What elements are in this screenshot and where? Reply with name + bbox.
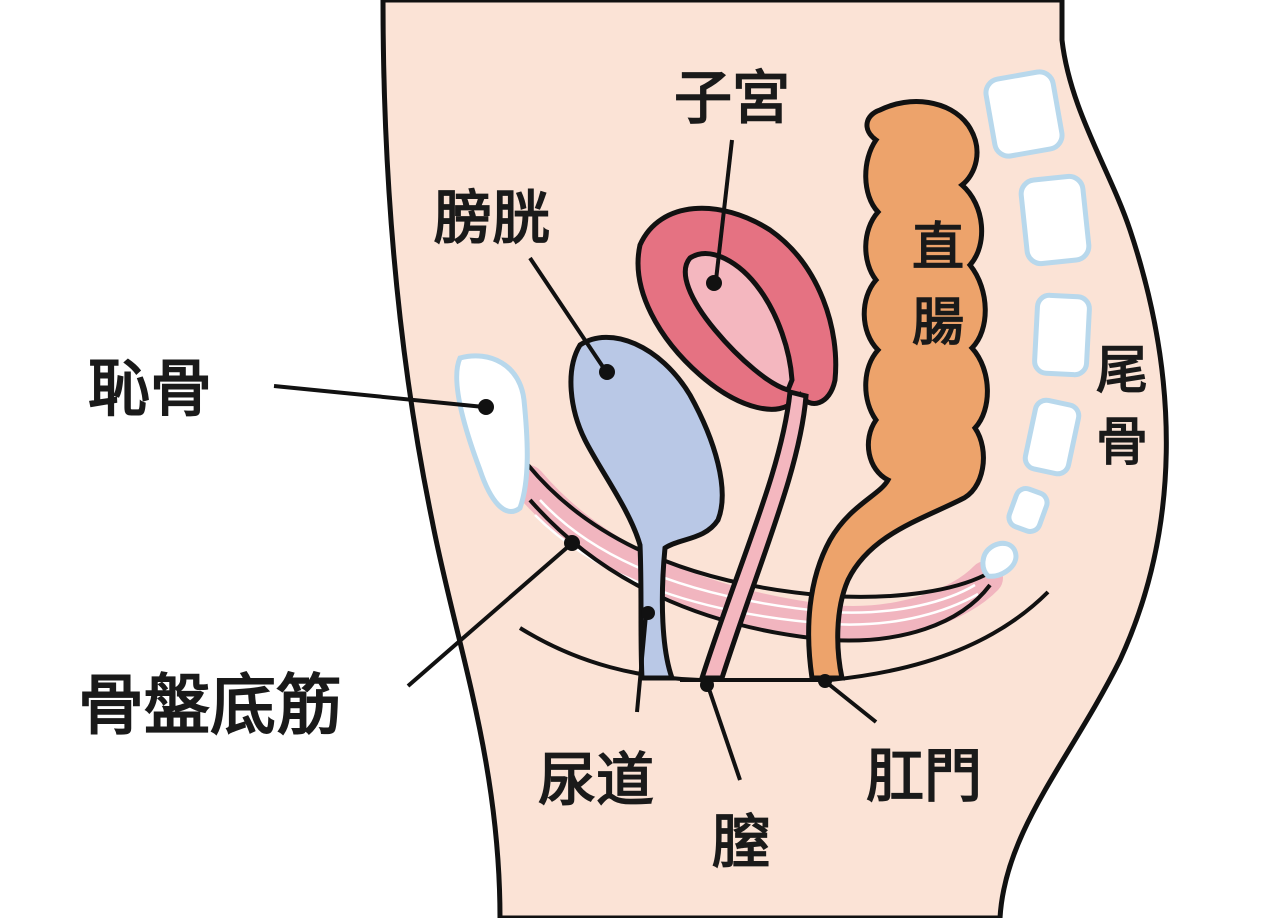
label-uterus: 子宮 <box>674 64 790 132</box>
pelvic-floor-muscle-edge <box>526 463 986 599</box>
label-rectum: 腸 <box>912 293 964 353</box>
vertebra <box>983 69 1065 159</box>
pelvic-floor-muscle-stripe <box>539 499 976 614</box>
label-coccyx: 骨 <box>1096 413 1148 473</box>
label-vagina: 膣 <box>712 808 770 876</box>
leader-vagina <box>700 678 742 781</box>
label-anus: 肛門 <box>866 742 982 810</box>
label-pelvic-floor: 骨盤底筋 <box>78 667 342 744</box>
rectum <box>806 99 990 681</box>
leader-pelvic-floor <box>406 535 580 688</box>
pelvic-floor-muscle-band <box>511 465 1003 640</box>
label-rectum: 直 <box>912 218 964 278</box>
leader-urethra <box>635 606 655 713</box>
vertebra <box>980 540 1019 579</box>
vertebra <box>1006 486 1050 534</box>
label-coccyx: 尾 <box>1096 341 1148 401</box>
label-bladder: 膀胱 <box>434 184 550 252</box>
bladder <box>568 334 725 681</box>
pubic-bone <box>454 353 530 514</box>
pelvic-floor-muscle-edge <box>528 498 992 643</box>
vertebra <box>1032 292 1092 378</box>
vertebra <box>1022 397 1082 477</box>
label-urethra: 尿道 <box>538 746 654 814</box>
leader-anus <box>818 674 878 724</box>
leader-bladder <box>528 256 615 380</box>
label-pubic-bone: 恥骨 <box>88 352 212 425</box>
leader-pubic-bone <box>273 384 494 415</box>
leader-uterus <box>706 139 734 291</box>
vertebra <box>1018 173 1092 267</box>
